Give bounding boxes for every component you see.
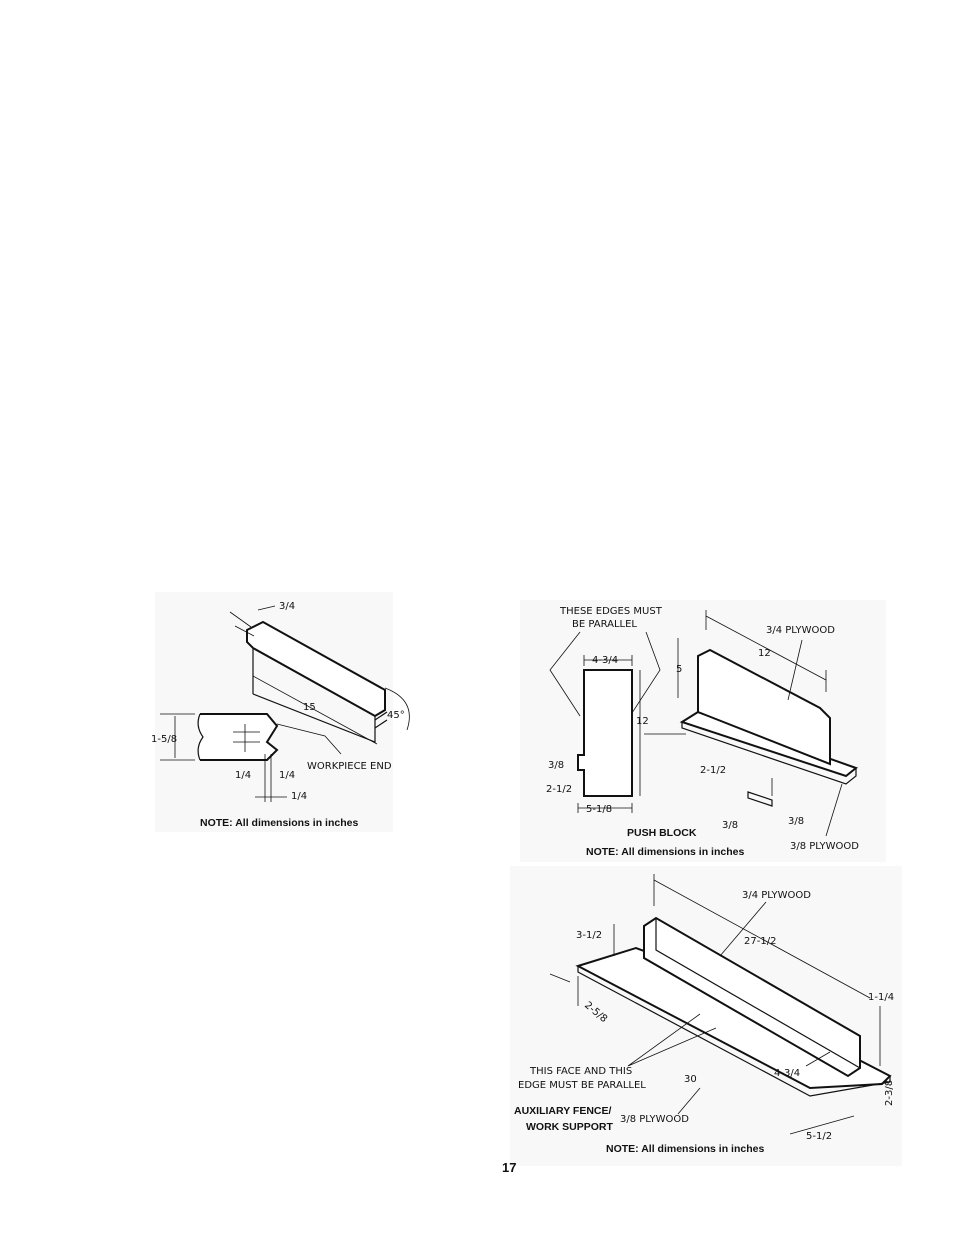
push-block-title: PUSH BLOCK (627, 827, 697, 839)
parallel-leaders (627, 1013, 717, 1067)
plywood-top-leader (719, 901, 767, 957)
push-block-plywood-top: 3/4 PLYWOOD (766, 625, 835, 636)
parallel-callout-line2: BE PARALLEL (572, 619, 637, 630)
offset-dim-lines (549, 973, 579, 1006)
plywood-top-leader (787, 639, 803, 701)
aux-fence-figure: 3/4 PLYWOOD 27-1/2 3-1/2 2-5/8 1-1/4 2-3… (510, 866, 902, 1166)
fence-base-width: 5-1/2 (806, 1131, 832, 1142)
workpiece-end-leader (276, 723, 342, 755)
fence-title-line1: AUXILIARY FENCE/ (514, 1105, 612, 1117)
thickness-leader (257, 605, 276, 611)
featherboard-kerf-a-label: 1/4 (235, 770, 251, 781)
featherboard-board (246, 620, 386, 718)
featherboard-figure: 3/4 15 45° 1-5/8 1/4 1/4 1/4 WORKPIECE E… (151, 592, 410, 832)
fence-note: NOTE: All dimensions in inches (606, 1143, 764, 1155)
fence-plywood-bottom: 3/8 PLYWOOD (620, 1114, 689, 1125)
plywood-bottom-leader (825, 783, 843, 837)
fence-upright-edge (655, 918, 861, 1069)
featherboard-width-label: 1-5/8 (151, 734, 177, 745)
push-block-height: 12 (636, 716, 649, 727)
width-dim-line (160, 713, 195, 761)
featherboard-drawing: 3/4 15 45° 1-5/8 1/4 1/4 1/4 WORKPIECE E… (151, 601, 410, 829)
fence-depth: 4-3/4 (774, 1068, 800, 1079)
aux-fence-drawing: 3/4 PLYWOOD 27-1/2 3-1/2 2-5/8 1-1/4 2-3… (514, 874, 895, 1155)
push-block-plywood-bottom: 3/8 PLYWOOD (790, 841, 859, 852)
kerf-extension-lines (255, 754, 287, 802)
base-width-dim (789, 1115, 855, 1135)
push-block-notch: 3/8 (548, 760, 564, 771)
workpiece-end-label: WORKPIECE END (307, 761, 392, 772)
fence-length-dim (653, 874, 871, 999)
break-line (197, 713, 204, 761)
base-width-dim (577, 803, 633, 813)
push-block-length: 12 (758, 648, 771, 659)
fence-title-line2: WORK SUPPORT (526, 1121, 614, 1133)
push-block-heel: 2-1/2 (546, 784, 572, 795)
featherboard-bottom (252, 693, 376, 743)
fence-base-edge (577, 966, 891, 1097)
fence-depth-leader (805, 1051, 831, 1067)
featherboard-kerf (374, 711, 388, 729)
push-block-step: 2-1/2 (700, 765, 726, 776)
push-block-note: NOTE: All dimensions in inches (586, 846, 744, 858)
fence-step: 3-1/2 (576, 930, 602, 941)
fence-plywood-top: 3/4 PLYWOOD (742, 890, 811, 901)
push-block-figure: THESE EDGES MUST BE PARALLEL 4-3/4 12 3/… (520, 600, 886, 862)
top-width-dim (583, 655, 633, 666)
push-block-handle (697, 648, 831, 766)
page-number: 17 (502, 1160, 517, 1175)
plywood-bottom-leader (677, 1087, 701, 1115)
end-profile (200, 713, 279, 761)
fence-offset: 2-5/8 (582, 1000, 609, 1025)
kerf-dims (233, 724, 260, 752)
fence-base-height: 2-3/8 (884, 1080, 895, 1106)
featherboard-kerf-c-label: 1/4 (291, 791, 307, 802)
push-block-cleat-a: 3/8 (722, 820, 738, 831)
push-block-rise: 5 (676, 664, 682, 675)
featherboard-angle-label: 45° (387, 710, 405, 721)
thickness-dim-line (229, 611, 255, 637)
featherboard-thickness-label: 3/4 (279, 601, 295, 612)
fence-length: 27-1/2 (744, 936, 776, 947)
featherboard-length-label: 15 (303, 702, 316, 713)
fence-parallel-line1: THIS FACE AND THIS (529, 1066, 632, 1077)
parallel-callout-line1: THESE EDGES MUST (559, 606, 663, 617)
fence-fence-height: 1-1/4 (868, 992, 894, 1003)
featherboard-note: NOTE: All dimensions in inches (200, 817, 358, 829)
push-block-cleat-b: 3/8 (788, 816, 804, 827)
push-block-base-width: 5-1/8 (586, 804, 612, 815)
angle-arc (384, 687, 410, 731)
fence-parallel-line2: EDGE MUST BE PARALLEL (518, 1080, 646, 1091)
push-block-drawing: THESE EDGES MUST BE PARALLEL 4-3/4 12 3/… (546, 606, 859, 858)
length-dim-line (252, 675, 378, 745)
push-block-top-width: 4-3/4 (592, 655, 618, 666)
push-block-base-edge (681, 722, 857, 785)
cleat (747, 791, 773, 807)
fence-base-length: 30 (684, 1074, 697, 1085)
push-block-pattern (577, 669, 633, 797)
length-dim (705, 610, 827, 692)
featherboard-kerf-b-label: 1/4 (279, 770, 295, 781)
